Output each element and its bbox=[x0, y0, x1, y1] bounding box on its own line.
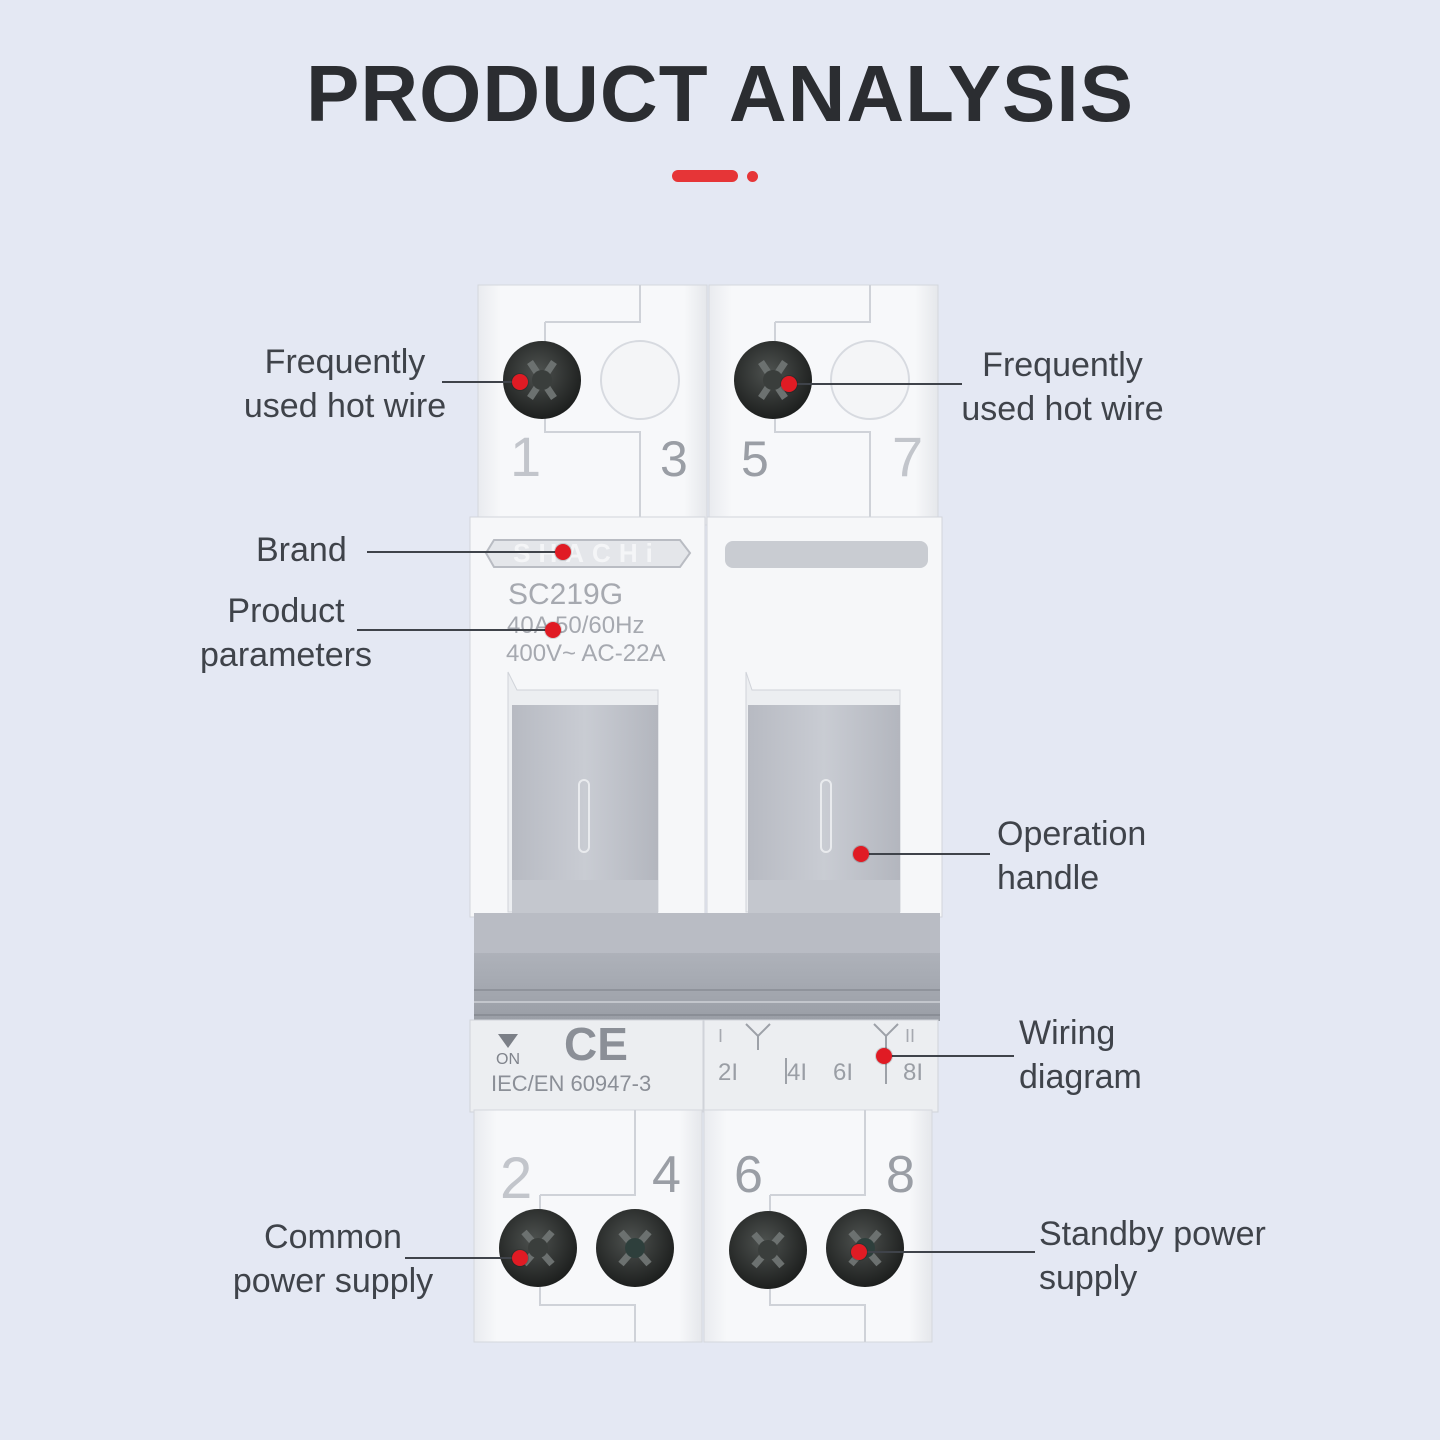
callout-line: Frequently bbox=[264, 343, 426, 381]
callout-line: parameters bbox=[200, 636, 372, 674]
wiring-symbol-1: I bbox=[718, 1026, 723, 1046]
callout-line: diagram bbox=[1019, 1058, 1142, 1096]
title-accent-dot bbox=[747, 171, 758, 182]
lower-label-area bbox=[469, 1019, 939, 1113]
callout-line: used hot wire bbox=[243, 387, 447, 425]
terminal-number-2: 2 bbox=[500, 1146, 532, 1211]
screw-icon bbox=[596, 1209, 674, 1287]
callout-line: Common bbox=[264, 1218, 402, 1256]
marker-handle bbox=[853, 846, 869, 862]
callout-line: Operation bbox=[997, 815, 1147, 853]
terminal-number-7: 7 bbox=[892, 425, 923, 488]
terminal-number-3: 3 bbox=[660, 431, 688, 487]
terminal-number-6: 6 bbox=[734, 1146, 763, 1204]
callout-standby: Standby power supply bbox=[1039, 1212, 1279, 1300]
model-text: SC219G bbox=[508, 578, 623, 611]
callout-line: Wiring bbox=[1019, 1014, 1116, 1052]
callout-line: Frequently bbox=[982, 346, 1143, 384]
wiring-label-6: 6I bbox=[833, 1059, 853, 1086]
rating-line-1: 40A 50/60Hz bbox=[507, 612, 644, 639]
leader-hot-wire-right bbox=[790, 383, 962, 385]
on-label: ON bbox=[496, 1051, 520, 1068]
callout-line: used hot wire bbox=[961, 390, 1164, 428]
callout-brand: Brand bbox=[256, 528, 366, 572]
leader-brand bbox=[367, 551, 563, 553]
screw-icon bbox=[503, 341, 581, 419]
marker-parameters bbox=[545, 622, 561, 638]
callout-line: handle bbox=[997, 859, 1100, 897]
marker-common bbox=[512, 1250, 528, 1266]
ce-mark: CE bbox=[564, 1018, 628, 1070]
callout-line: Product bbox=[227, 592, 345, 630]
terminal-number-8: 8 bbox=[886, 1146, 915, 1204]
main-body bbox=[469, 516, 943, 918]
standard-text: IEC/EN 60947-3 bbox=[491, 1071, 651, 1096]
callout-wiring: Wiring diagram bbox=[1019, 1011, 1199, 1099]
marker-wiring bbox=[876, 1048, 892, 1064]
page-title: PRODUCT ANALYSIS bbox=[306, 49, 1134, 138]
marker-hot-wire-right bbox=[781, 376, 797, 392]
wiring-label-8: 8I bbox=[903, 1059, 923, 1086]
marker-hot-wire-left bbox=[512, 374, 528, 390]
callout-handle: Operation handle bbox=[997, 812, 1197, 900]
screw-icon bbox=[734, 341, 812, 419]
leader-standby bbox=[860, 1251, 1035, 1253]
callout-hot-wire-right: Frequently used hot wire bbox=[945, 343, 1180, 431]
wiring-label-4: 4I bbox=[787, 1059, 807, 1086]
callout-line: Brand bbox=[256, 531, 347, 569]
callout-line: Standby power bbox=[1039, 1215, 1266, 1253]
brand-text: SHACHi bbox=[513, 538, 661, 568]
title-accent-bar bbox=[672, 170, 738, 182]
leader-wiring bbox=[884, 1055, 1014, 1057]
leader-common bbox=[405, 1257, 521, 1259]
terminal-number-5: 5 bbox=[741, 431, 769, 487]
screw-icon bbox=[729, 1211, 807, 1289]
callout-parameters: Product parameters bbox=[186, 589, 386, 677]
callout-line: supply bbox=[1039, 1259, 1138, 1297]
callout-line: power supply bbox=[232, 1262, 434, 1300]
terminal-number-4: 4 bbox=[652, 1146, 681, 1204]
marker-standby bbox=[851, 1244, 867, 1260]
wiring-label-2: 2I bbox=[718, 1059, 738, 1086]
callout-hot-wire-left: Frequently used hot wire bbox=[225, 340, 465, 428]
screw-icon bbox=[499, 1209, 577, 1287]
marker-brand bbox=[555, 544, 571, 560]
callout-common: Common power supply bbox=[218, 1215, 448, 1303]
rating-line-2: 400V~ AC-22A bbox=[506, 640, 665, 667]
coupling-bar bbox=[474, 913, 940, 1021]
wiring-symbol-2: II bbox=[905, 1026, 915, 1046]
leader-handle bbox=[862, 853, 990, 855]
terminal-number-1: 1 bbox=[510, 425, 541, 488]
leader-parameters bbox=[357, 629, 553, 631]
leader-hot-wire-left bbox=[442, 381, 520, 383]
